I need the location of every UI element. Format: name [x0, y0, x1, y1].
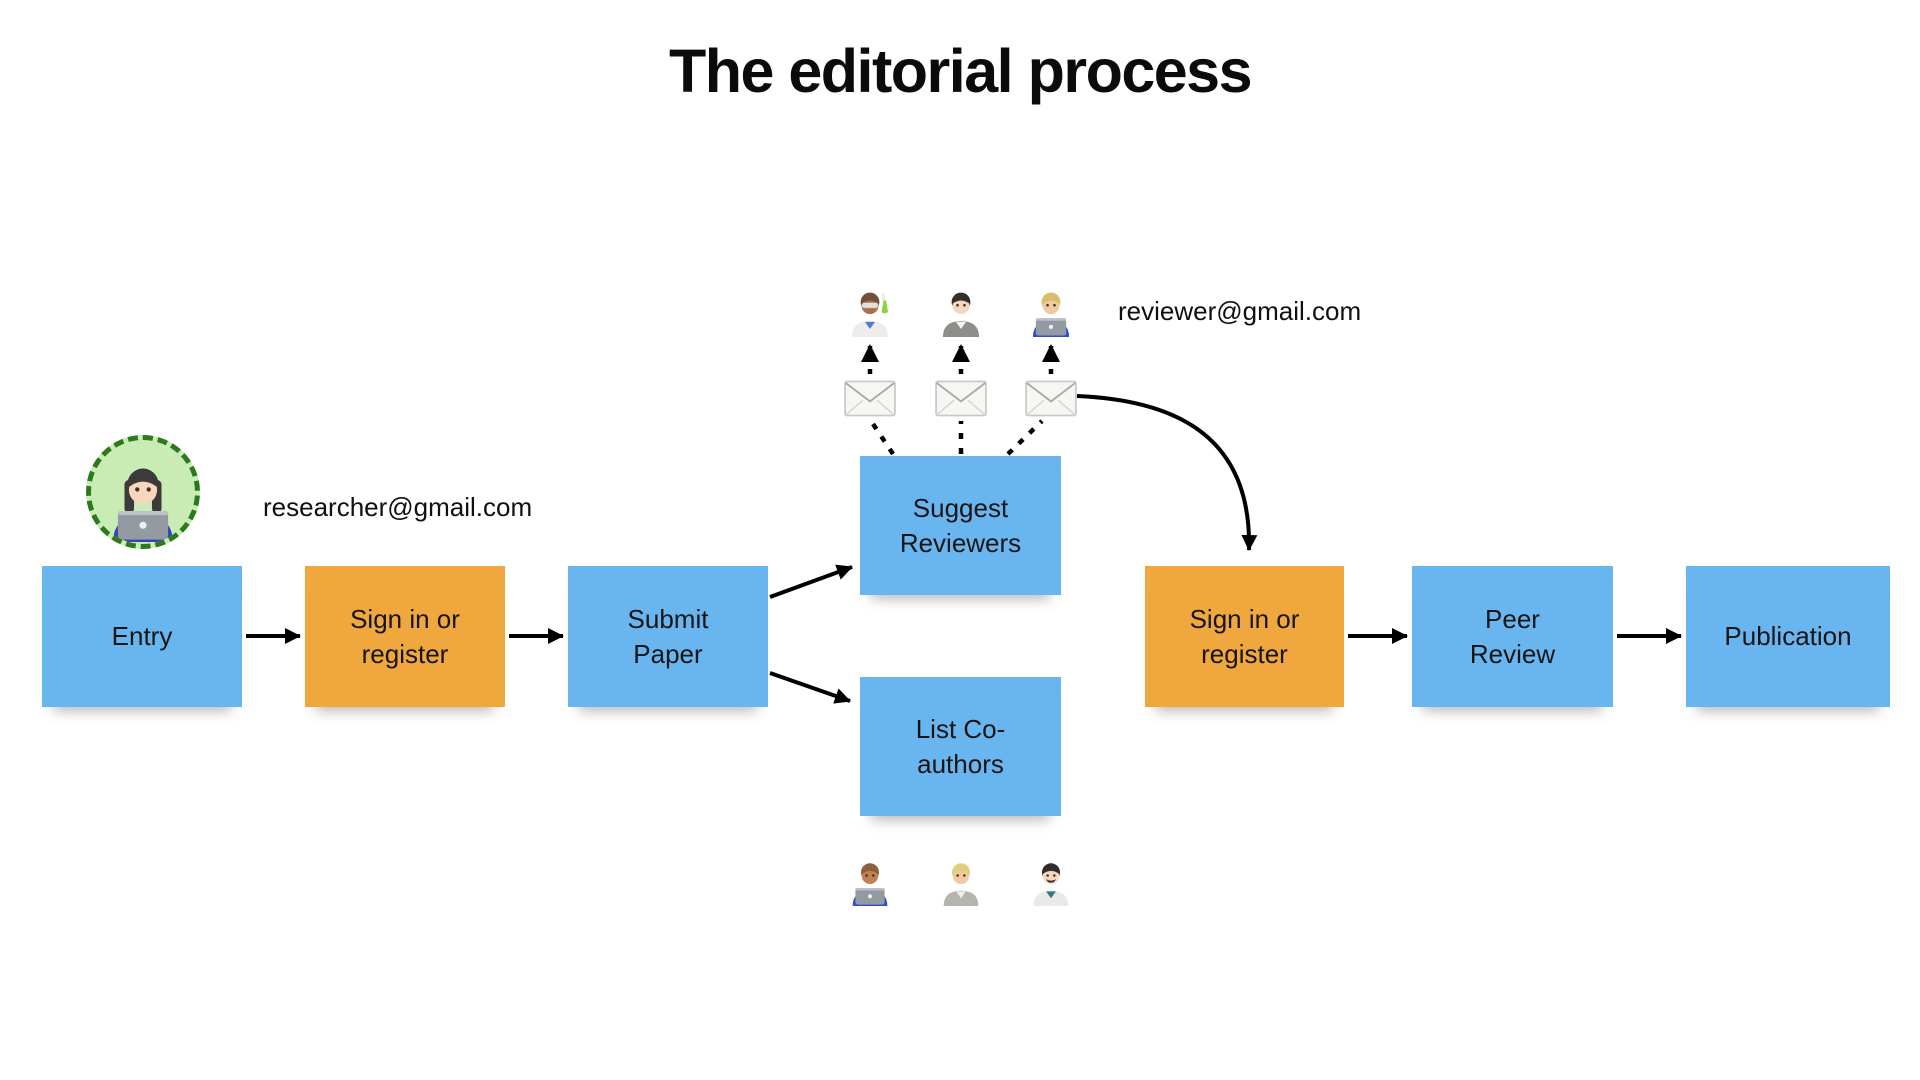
technologist-icon: [845, 856, 895, 906]
man-scientist-icon: [844, 285, 896, 337]
node-label: Peer Review: [1469, 604, 1556, 669]
flow-node-list-coauthors: List Co-authors: [860, 677, 1061, 816]
flow-node-submit-paper: Submit Paper: [568, 566, 768, 707]
flow-node-entry: Entry: [42, 566, 242, 707]
envelope-icon: [844, 380, 896, 417]
flow-node-suggest-reviewers: Suggest Reviewers: [860, 456, 1061, 595]
arrow-envelope-to-signin2: [1076, 394, 1258, 551]
woman-technologist-icon: [100, 456, 186, 542]
reviewer-email-label: reviewer@gmail.com: [1118, 296, 1362, 326]
arrow-submit-to-suggest: [769, 564, 853, 599]
researcher-email-label: researcher@gmail.com: [263, 492, 533, 522]
node-label: Entry: [111, 621, 173, 652]
dashed-line-suggest-to-envelope-1: [869, 419, 895, 456]
dashed-line-suggest-to-envelope-3: [1006, 419, 1044, 456]
flow-node-sign-in-1: Sign in or register: [305, 566, 505, 707]
node-label: Sign in or register: [350, 604, 460, 669]
man-technologist-icon: [1025, 285, 1077, 337]
flow-node-publication: Publication: [1686, 566, 1890, 707]
node-label: Suggest Reviewers: [899, 493, 1022, 558]
health-worker-icon: [1026, 856, 1076, 906]
node-label: Publication: [1724, 621, 1852, 652]
envelope-icon: [935, 380, 987, 417]
flow-node-peer-review: Peer Review: [1412, 566, 1613, 707]
researcher-avatar: [86, 435, 200, 549]
node-label: List Co-authors: [915, 714, 1006, 779]
node-label: Submit Paper: [627, 604, 709, 669]
page-title: The editorial process: [668, 37, 1253, 105]
node-label: Sign in or register: [1189, 604, 1300, 669]
arrow-submit-to-coauthors: [769, 671, 851, 704]
flow-node-sign-in-2: Sign in or register: [1145, 566, 1344, 707]
blond-person-icon: [936, 856, 986, 906]
person-in-suit-icon: [935, 285, 987, 337]
envelope-icon: [1025, 380, 1077, 417]
